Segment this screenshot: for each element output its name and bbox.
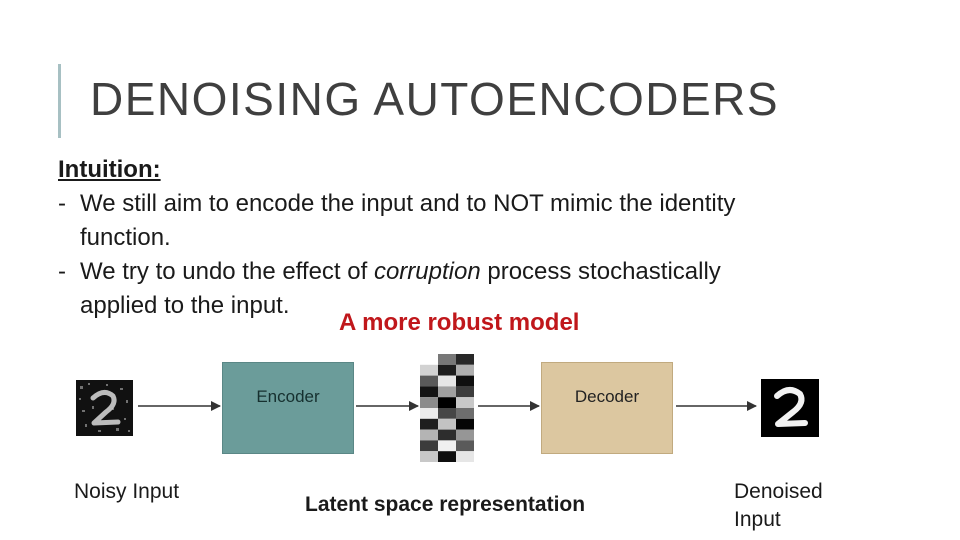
denoised-label-line1: Denoised: [734, 478, 823, 506]
latent-cell: [456, 365, 474, 376]
latent-cell: [438, 440, 456, 451]
latent-cell: [456, 354, 474, 365]
latent-cell: [420, 408, 438, 419]
latent-cell: [438, 408, 456, 419]
latent-cell: [456, 376, 474, 387]
latent-cell: [420, 365, 438, 376]
latent-cell: [456, 386, 474, 397]
latent-space-label: Latent space representation: [305, 491, 585, 519]
encoder-block: Encoder: [222, 362, 354, 454]
denoised-input-label: Denoised Input: [734, 478, 823, 534]
latent-cell: [456, 408, 474, 419]
latent-cell: [420, 419, 438, 430]
latent-cell: [456, 440, 474, 451]
latent-cell: [438, 365, 456, 376]
latent-cell: [420, 397, 438, 408]
latent-cell: [438, 451, 456, 462]
denoised-digit-image: [761, 379, 819, 437]
latent-cell: [456, 419, 474, 430]
latent-cell: [420, 440, 438, 451]
latent-cell: [420, 451, 438, 462]
noisy-digit-image: [76, 380, 133, 436]
latent-cell: [438, 354, 456, 365]
latent-cell: [438, 430, 456, 441]
latent-cell: [438, 386, 456, 397]
latent-cell: [420, 376, 438, 387]
latent-cell: [438, 419, 456, 430]
latent-cell: [456, 397, 474, 408]
latent-cell: [456, 430, 474, 441]
latent-cell: [438, 397, 456, 408]
latent-cell: [438, 376, 456, 387]
decoder-block: Decoder: [541, 362, 673, 454]
denoised-label-line2: Input: [734, 506, 823, 534]
decoder-label: Decoder: [575, 387, 639, 407]
latent-cell: [420, 430, 438, 441]
latent-cell: [420, 354, 438, 365]
noisy-input-label: Noisy Input: [74, 478, 179, 506]
latent-cell: [456, 451, 474, 462]
latent-cell: [420, 386, 438, 397]
latent-representation-grid: [420, 354, 474, 462]
encoder-label: Encoder: [256, 387, 319, 407]
